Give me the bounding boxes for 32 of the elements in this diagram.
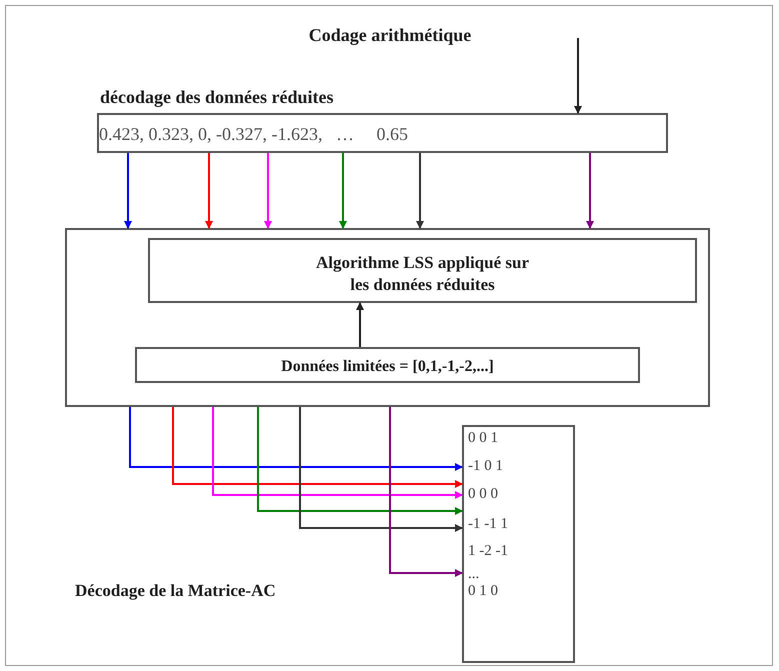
caption: Décodage de la Matrice-AC [75,580,276,602]
matrix-row: ... [468,565,480,583]
matrix-row: -1 -1 1 [468,515,508,533]
box-heading: décodage des données réduites [100,86,334,109]
arrow [257,407,463,515]
box-text: Données limitées = [0,1,-1,-2,...] [280,357,495,377]
matrix-row: 0 0 1 [468,429,498,447]
arrow [389,407,463,577]
process-box [135,347,640,383]
matrix-row: 1 -2 -1 [468,542,508,560]
arrow [264,153,272,229]
matrix-row: 0 1 0 [468,582,498,600]
data-values: 0.423, 0.323, 0, -0.327, -1.623, … 0.65 [99,123,408,146]
arrow [339,153,347,229]
process-box [148,238,697,303]
arrow [299,407,463,532]
process-frame [65,228,710,407]
arrow [212,407,463,499]
box-text: Algorithme LSS appliqué sur les données réduites [315,252,530,296]
title: Codage arithmétique [308,24,472,47]
arrow [356,302,364,347]
process-box [97,113,668,153]
matrix-row: 0 0 0 [468,485,498,503]
arrow [124,153,132,229]
matrix-row: -1 0 1 [468,457,503,475]
arrow [416,153,424,229]
arrow [574,38,582,114]
arrow [586,153,594,229]
arrow [129,407,463,471]
matrix-box [462,425,575,663]
arrow [172,407,463,488]
arrow [205,153,213,229]
